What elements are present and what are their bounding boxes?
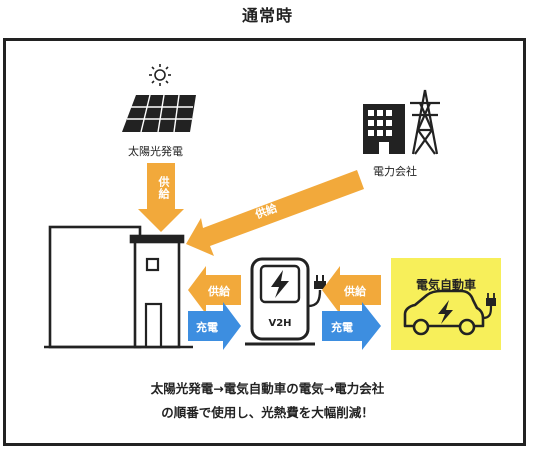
- sun-icon: [149, 64, 171, 86]
- charge-label-house-to-v2h: 充電: [196, 321, 218, 334]
- supply-arrow-ev-to-v2h: [322, 266, 381, 314]
- supply-arrow-v2h-to-house: [188, 266, 241, 314]
- power-company-label: 電力会社: [373, 165, 417, 178]
- supply-label-solar: 供給: [157, 176, 170, 200]
- charge-label-v2h-to-ev: 充電: [331, 321, 353, 334]
- supply-arrow-solar: [138, 163, 184, 232]
- page-title: 通常時: [241, 6, 293, 25]
- power-tower-icon: [410, 89, 440, 155]
- supply-arrow-grid: [186, 170, 364, 256]
- ev-panel: 電気自動車: [391, 258, 501, 350]
- solar-panel-icon: [122, 94, 196, 133]
- v2h-charger-icon: [245, 257, 326, 346]
- ev-label: 電気自動車: [415, 278, 476, 292]
- house-icon: [44, 225, 193, 349]
- charge-arrow-house-to-v2h: [188, 302, 241, 350]
- v2h-label: V2H: [268, 318, 292, 329]
- caption-line-2: の順番で使用し、光熱費を大幅削減！: [161, 405, 374, 420]
- electric-car-icon: [403, 289, 496, 336]
- supply-label-ev-to-v2h: 供給: [344, 285, 366, 298]
- office-building-icon: [363, 104, 405, 154]
- caption-line-1: 太陽光発電→電気自動車の電気→電力会社: [150, 381, 385, 396]
- supply-label-v2h-to-house: 供給: [208, 285, 230, 298]
- charge-arrow-v2h-to-ev: [322, 302, 381, 350]
- solar-label: 太陽光発電: [128, 145, 183, 158]
